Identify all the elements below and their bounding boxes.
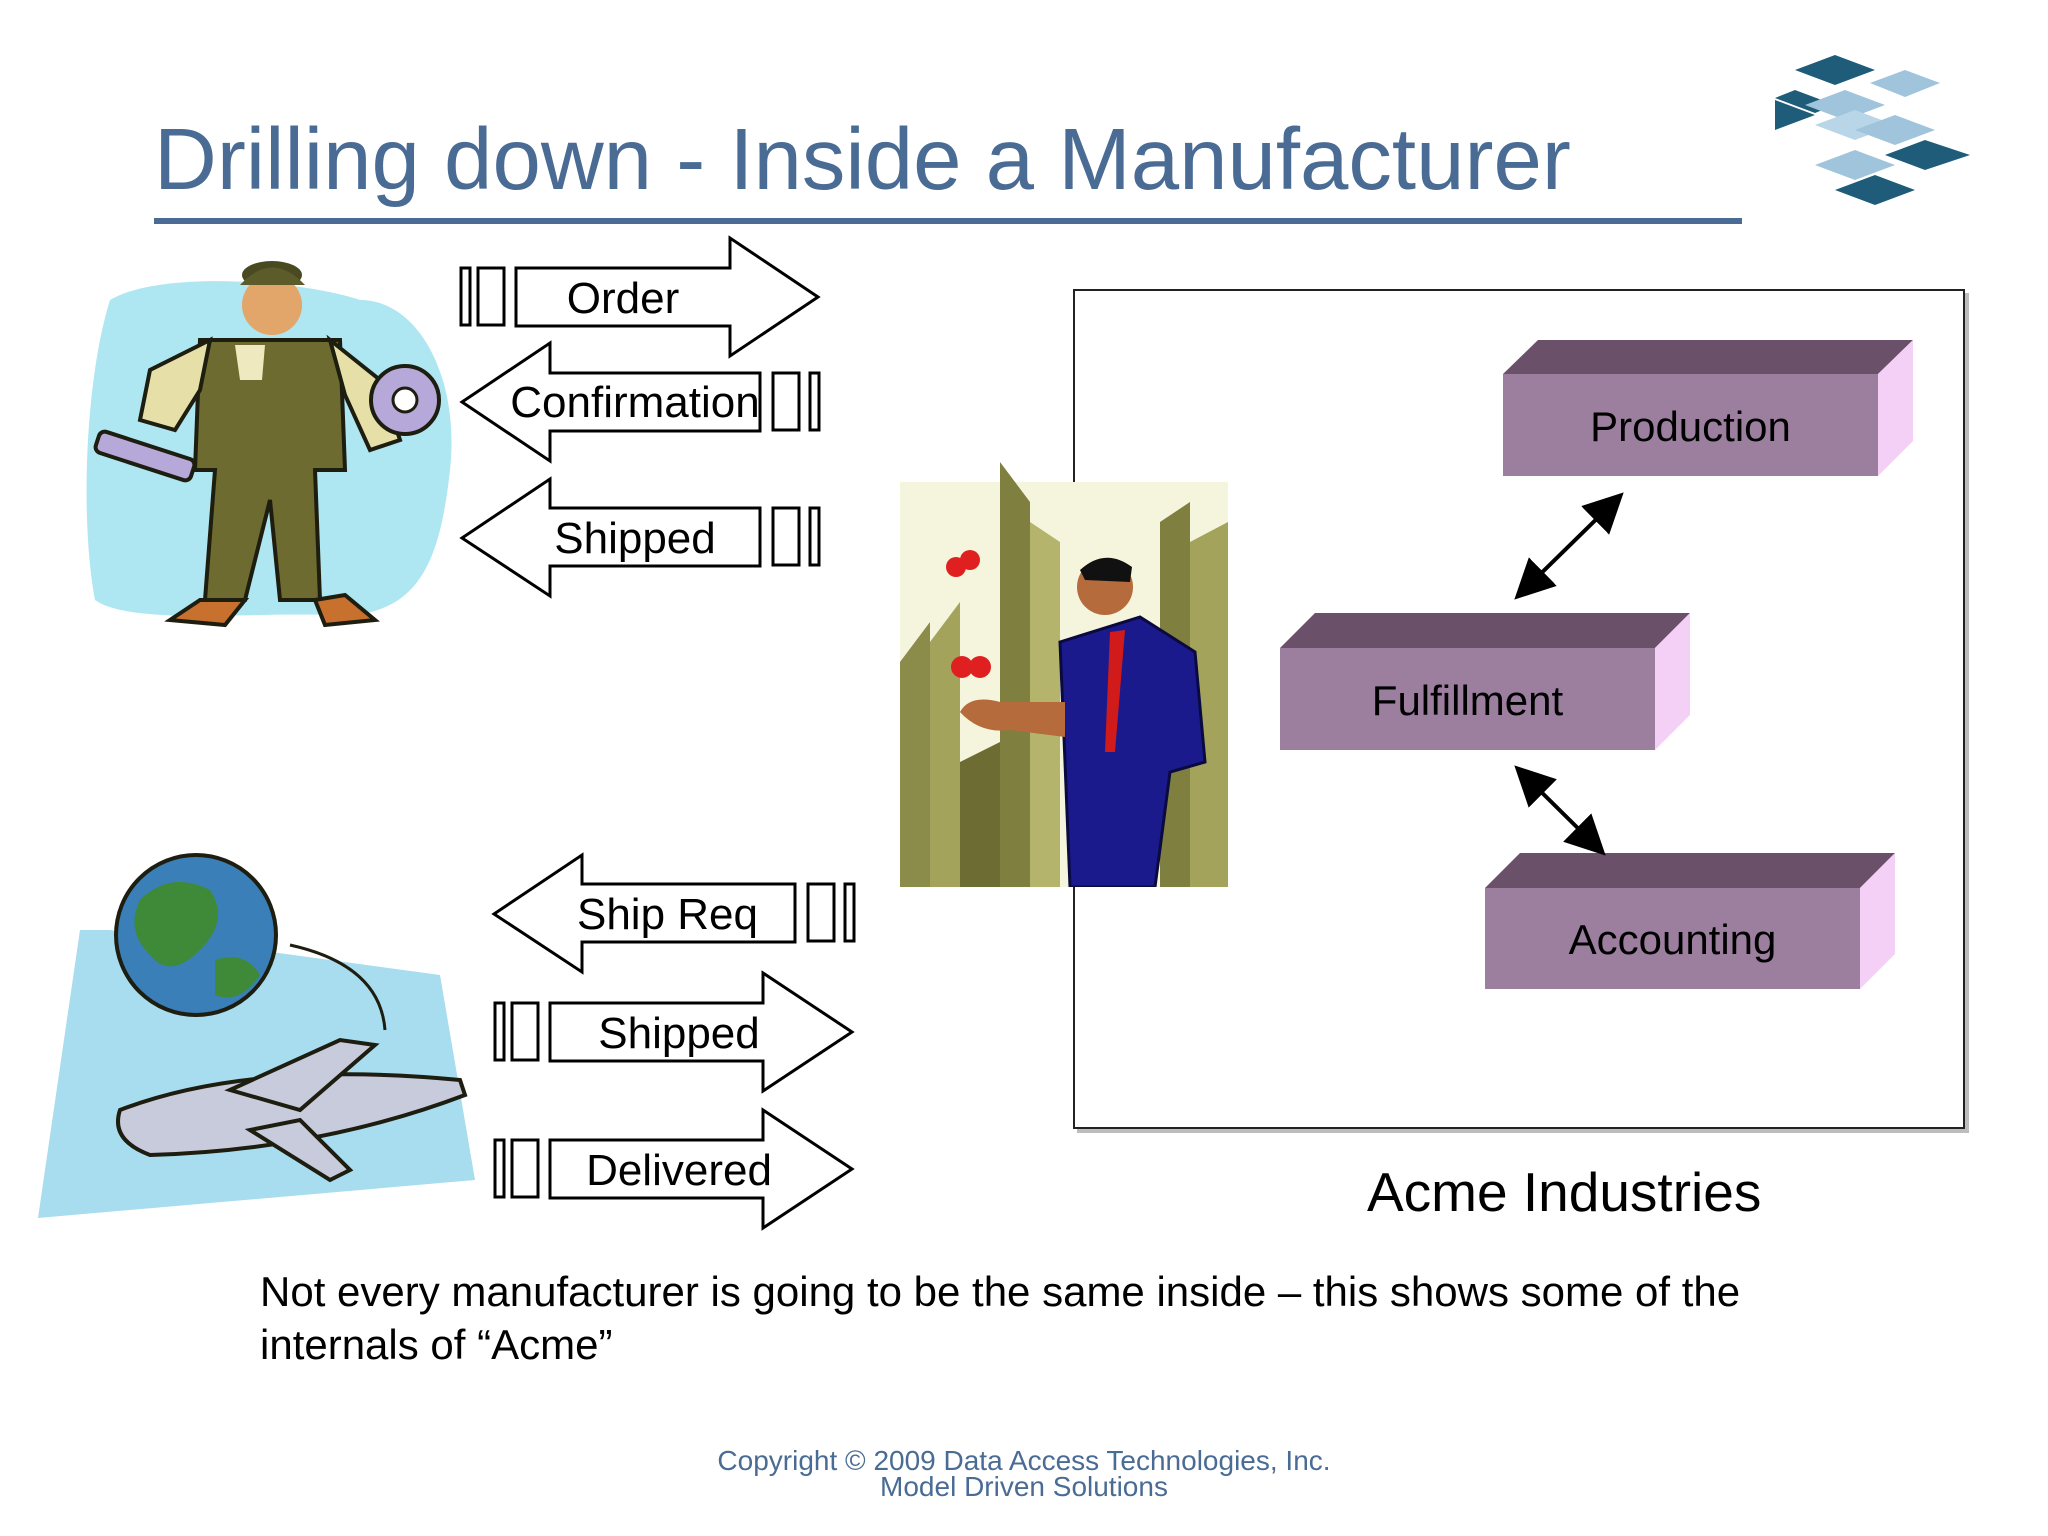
system-name: Acme Industries [1367,1161,1762,1223]
fulfillment-label: Fulfillment [1371,677,1564,724]
message-ship-req-label: Ship Req [576,890,758,939]
title-underline [154,218,1742,224]
accounting-label: Accounting [1568,916,1777,963]
message-delivered-label: Delivered [586,1146,772,1195]
production-label: Production [1590,403,1791,450]
copyright-line: Copyright © 2009 Data Access Technologie… [717,1445,1331,1476]
slide-title: Drilling down - Inside a Manufacturer [154,111,1571,208]
message-shipped-inbound-label: Shipped [554,514,716,563]
message-shipped-outbound-label: Shipped [598,1009,760,1058]
message-confirmation-label: Confirmation [510,378,760,427]
globe-airplane-clipart-icon [38,853,475,1218]
slide-note: Not every manufacturer is going to be th… [260,1268,1741,1368]
juggling-businessman-clipart-icon [900,462,1228,887]
company-logo-icon [1775,55,1970,205]
message-order-label: Order [566,274,680,323]
mechanic-clipart-icon [86,261,452,628]
copyright-subline: Model Driven Solutions [880,1471,1168,1502]
